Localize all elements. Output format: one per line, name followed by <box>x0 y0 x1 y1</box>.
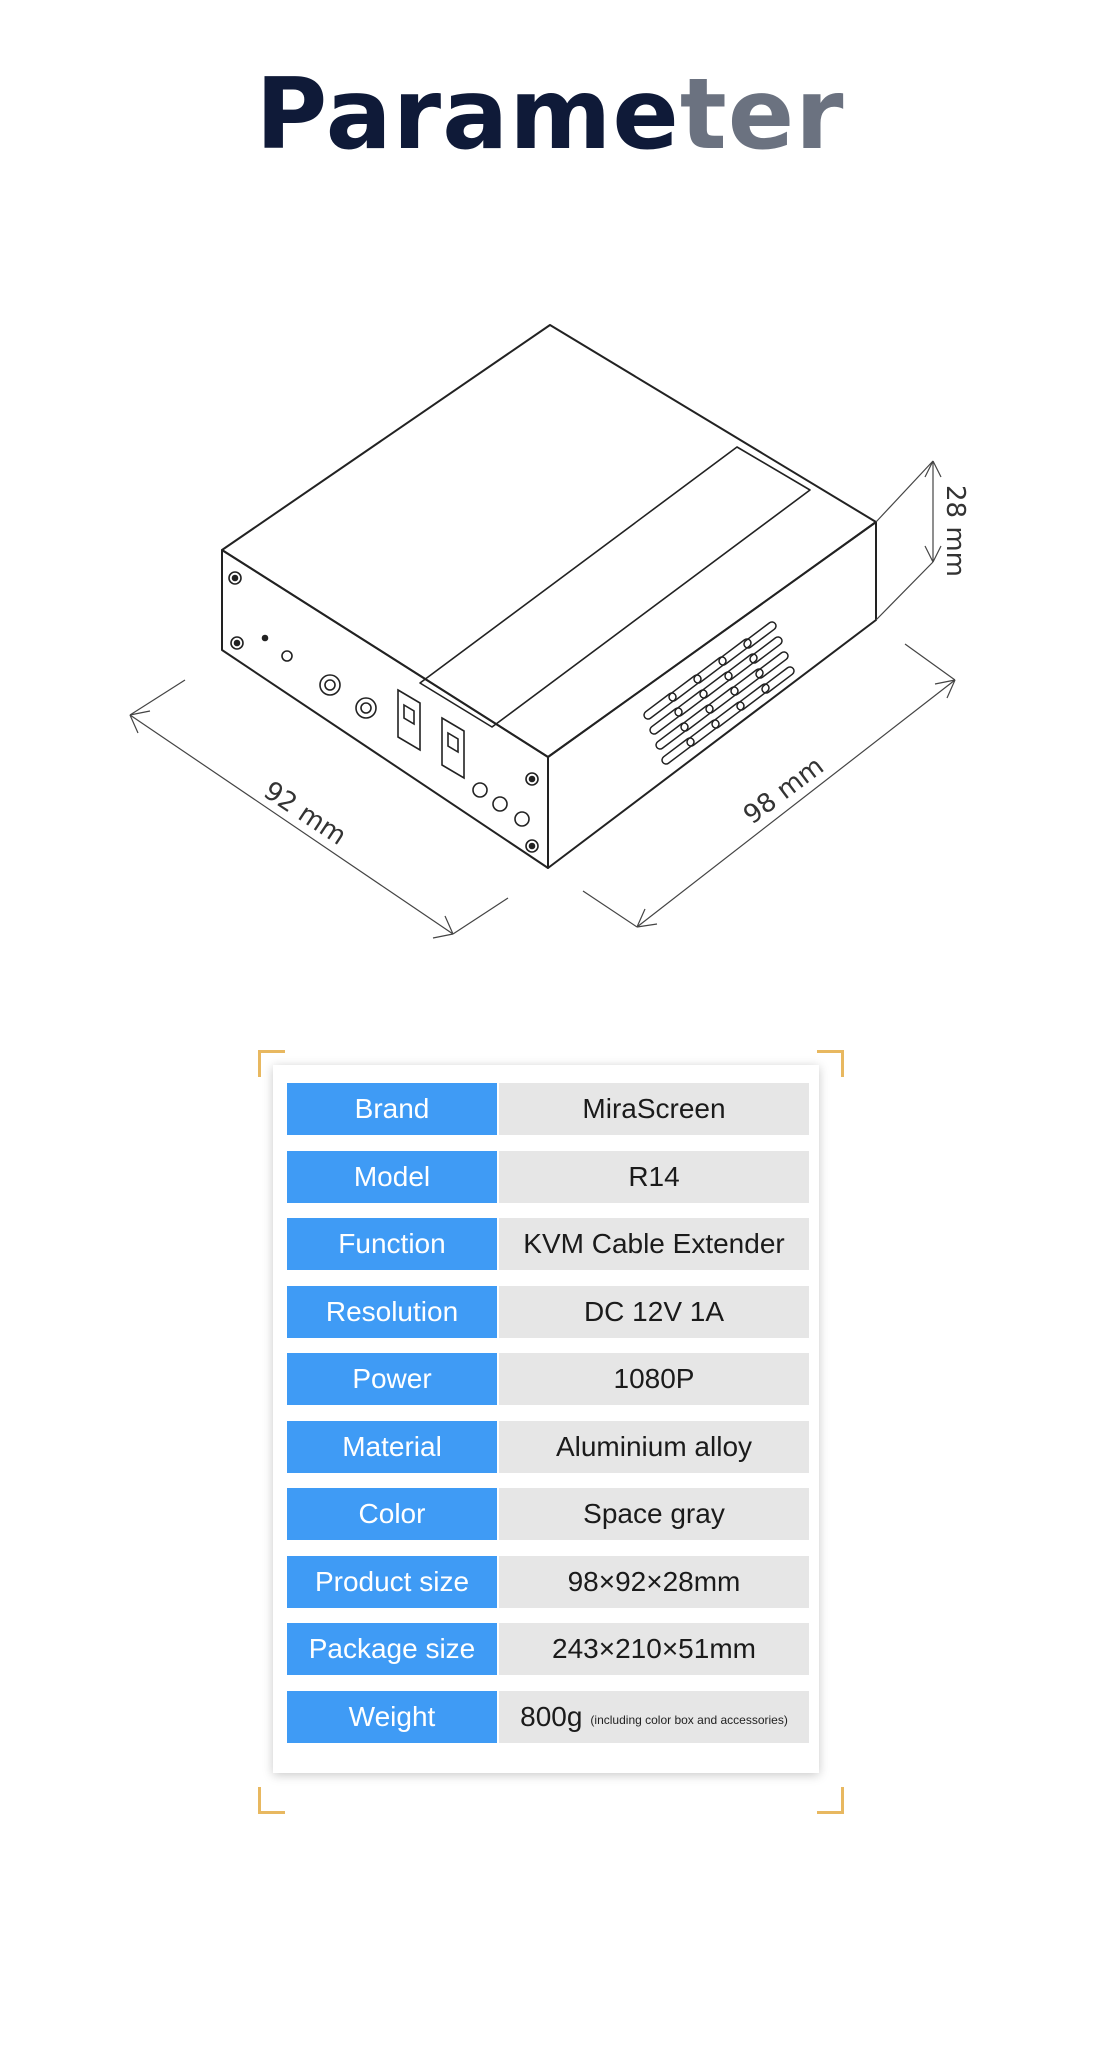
spec-row-power: Power 1080P <box>287 1353 809 1405</box>
spec-value-weight: 800g (including color box and accessorie… <box>499 1690 809 1743</box>
spec-value: KVM Cable Extender <box>499 1218 809 1270</box>
spec-row-brand: Brand MiraScreen <box>287 1083 809 1135</box>
spec-label: Function <box>287 1218 497 1270</box>
spec-value: DC 12V 1A <box>499 1285 809 1338</box>
spec-label: Model <box>287 1150 497 1203</box>
spec-label: Package size <box>287 1623 497 1675</box>
weight-note: (including color box and accessories) <box>590 1712 788 1727</box>
spec-row-color: Color Space gray <box>287 1488 809 1540</box>
corner-bracket-top-left <box>258 1050 285 1077</box>
spec-label: Resolution <box>287 1285 497 1338</box>
side-vent-slots <box>643 621 795 765</box>
spec-row-package-size: Package size 243×210×51mm <box>287 1623 809 1675</box>
dimension-height-label: 28 mm <box>940 485 970 577</box>
dimension-depth-label: 98 mm <box>738 751 830 830</box>
weight-value: 800g <box>520 1700 583 1732</box>
corner-bracket-top-right <box>817 1050 844 1077</box>
top-label-panel <box>419 446 811 728</box>
page-title: Parameter <box>0 58 1100 172</box>
device-front-face <box>221 549 549 869</box>
front-panel-ports <box>228 571 539 853</box>
spec-label: Material <box>287 1420 497 1473</box>
device-top-face <box>221 324 877 758</box>
title-main: Parame <box>255 58 680 172</box>
device-right-face <box>547 521 877 869</box>
corner-bracket-bottom-left <box>258 1787 285 1814</box>
spec-label: Weight <box>287 1690 497 1743</box>
spec-row-model: Model R14 <box>287 1150 809 1203</box>
device-dimension-diagram: 92 mm 98 mm 28 mm <box>129 324 970 939</box>
spec-value: R14 <box>499 1150 809 1203</box>
spec-label: Color <box>287 1488 497 1540</box>
title-fade: ter <box>679 58 845 172</box>
spec-row-product-size: Product size 98×92×28mm <box>287 1555 809 1608</box>
spec-value: 243×210×51mm <box>499 1623 809 1675</box>
spec-card: Brand MiraScreen Model R14 Function KVM … <box>273 1065 819 1773</box>
spec-row-function: Function KVM Cable Extender <box>287 1218 809 1270</box>
spec-value: Space gray <box>499 1488 809 1540</box>
dimension-lines <box>129 460 956 939</box>
spec-label: Power <box>287 1353 497 1405</box>
spec-label: Product size <box>287 1555 497 1608</box>
spec-row-material: Material Aluminium alloy <box>287 1420 809 1473</box>
dimension-width-label: 92 mm <box>258 776 351 852</box>
spec-label: Brand <box>287 1083 497 1135</box>
spec-value: MiraScreen <box>499 1083 809 1135</box>
spec-value: 1080P <box>499 1353 809 1405</box>
spec-row-weight: Weight 800g (including color box and acc… <box>287 1690 809 1743</box>
spec-table: Brand MiraScreen Model R14 Function KVM … <box>287 1083 809 1758</box>
corner-bracket-bottom-right <box>817 1787 844 1814</box>
spec-value: 98×92×28mm <box>499 1555 809 1608</box>
spec-row-resolution: Resolution DC 12V 1A <box>287 1285 809 1338</box>
spec-value: Aluminium alloy <box>499 1420 809 1473</box>
